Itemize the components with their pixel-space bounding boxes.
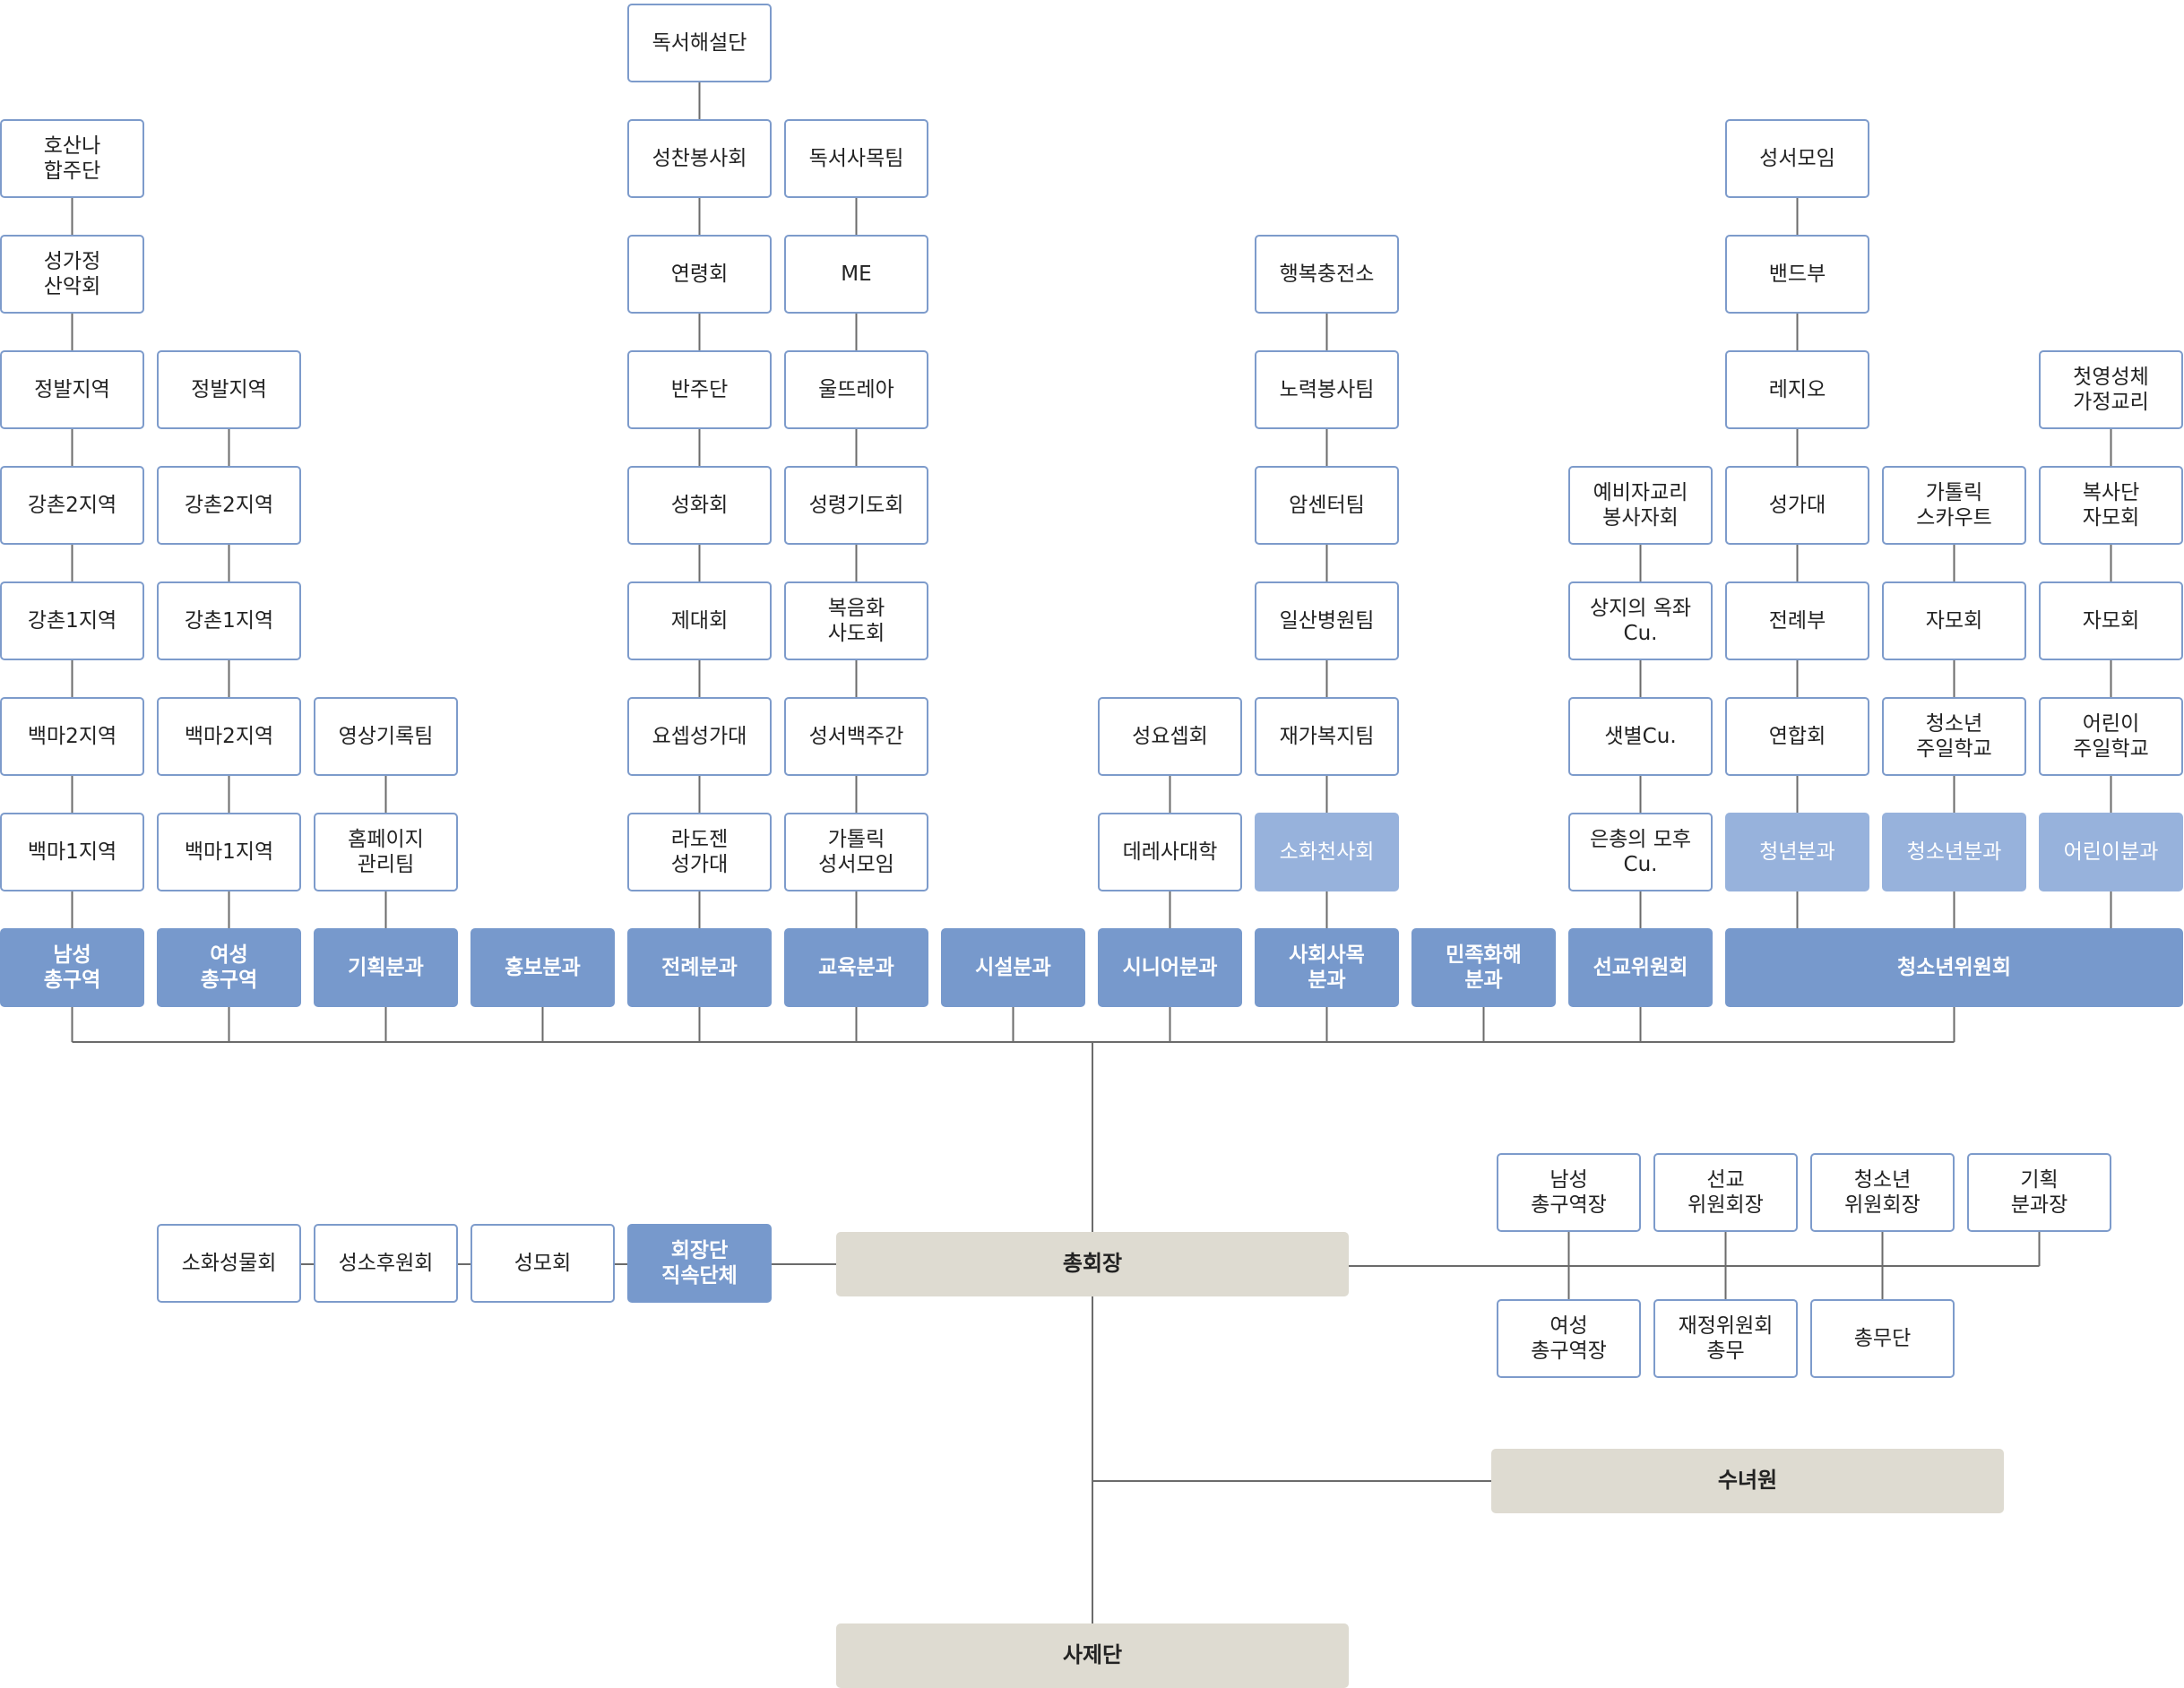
group-box[interactable]: 가톨릭 스카우트 [1882,466,2026,545]
group-box[interactable]: 가톨릭 성서모임 [784,813,928,891]
group-box[interactable]: 강촌2지역 [157,466,301,545]
group-box[interactable]: 자모회 [2039,581,2183,660]
group-box[interactable]: 자모회 [1882,581,2026,660]
group-box[interactable]: 어린이 주일학교 [2039,697,2183,776]
direct-group-item[interactable]: 성모회 [470,1224,615,1303]
group-box[interactable]: ME [784,235,928,314]
division-box[interactable]: 여성 총구역 [157,928,301,1007]
group-box[interactable]: 밴드부 [1725,235,1869,314]
group-box[interactable]: 성서모임 [1725,119,1869,198]
group-box[interactable]: 청소년 주일학교 [1882,697,2026,776]
group-box[interactable]: 성요셉회 [1098,697,1242,776]
group-box[interactable]: 요셉성가대 [627,697,772,776]
group-box[interactable]: 호산나 합주단 [0,119,144,198]
group-box[interactable]: 백마2지역 [0,697,144,776]
group-box[interactable]: 라도젠 성가대 [627,813,772,891]
group-box[interactable]: 암센터팀 [1255,466,1399,545]
group-box[interactable]: 성찬봉사회 [627,119,772,198]
direct-group-item[interactable]: 성소후원회 [314,1224,458,1303]
youth-subdivision-box[interactable]: 청소년분과 [1882,813,2026,891]
division-box[interactable]: 홍보분과 [470,928,615,1007]
group-box[interactable]: 전례부 [1725,581,1869,660]
group-box[interactable]: 예비자교리 봉사자회 [1568,466,1713,545]
group-box[interactable]: 강촌2지역 [0,466,144,545]
priests-box[interactable]: 사제단 [836,1623,1349,1688]
officer-box[interactable]: 선교 위원회장 [1653,1153,1798,1232]
group-box[interactable]: 울뜨레아 [784,350,928,429]
division-box[interactable]: 민족화해 분과 [1411,928,1556,1007]
officer-box[interactable]: 재정위원회 총무 [1653,1299,1798,1378]
president-box[interactable]: 총회장 [836,1232,1349,1296]
group-box[interactable]: 성가정 산악회 [0,235,144,314]
group-box[interactable]: 독서사목팀 [784,119,928,198]
group-box[interactable]: 홈페이지 관리팀 [314,813,458,891]
group-box[interactable]: 성가대 [1725,466,1869,545]
group-box[interactable]: 정발지역 [0,350,144,429]
group-box[interactable]: 반주단 [627,350,772,429]
group-box[interactable]: 소화천사회 [1255,813,1399,891]
youth-subdivision-box[interactable]: 어린이분과 [2039,813,2183,891]
group-box[interactable]: 일산병원팀 [1255,581,1399,660]
group-box[interactable]: 연합회 [1725,697,1869,776]
group-box[interactable]: 샛별Cu. [1568,697,1713,776]
group-box[interactable]: 정발지역 [157,350,301,429]
officer-box[interactable]: 청소년 위원회장 [1810,1153,1955,1232]
division-box[interactable]: 교육분과 [784,928,928,1007]
group-box[interactable]: 첫영성체 가정교리 [2039,350,2183,429]
group-box[interactable]: 재가복지팀 [1255,697,1399,776]
group-box[interactable]: 행복충전소 [1255,235,1399,314]
officer-box[interactable]: 기획 분과장 [1967,1153,2111,1232]
division-box[interactable]: 사회사목 분과 [1255,928,1399,1007]
group-box[interactable]: 데레사대학 [1098,813,1242,891]
division-box[interactable]: 시니어분과 [1098,928,1242,1007]
youth-subdivision-box[interactable]: 청년분과 [1725,813,1869,891]
division-box[interactable]: 기획분과 [314,928,458,1007]
group-box[interactable]: 강촌1지역 [0,581,144,660]
direct-group-item[interactable]: 소화성물회 [157,1224,301,1303]
group-box[interactable]: 상지의 옥좌 Cu. [1568,581,1713,660]
group-box[interactable]: 복사단 자모회 [2039,466,2183,545]
group-box[interactable]: 백마1지역 [157,813,301,891]
convent-box[interactable]: 수녀원 [1491,1449,2004,1513]
group-box[interactable]: 성령기도회 [784,466,928,545]
group-box[interactable]: 노력봉사팀 [1255,350,1399,429]
group-box[interactable]: 성화회 [627,466,772,545]
group-box[interactable]: 백마1지역 [0,813,144,891]
group-box[interactable]: 백마2지역 [157,697,301,776]
officer-box[interactable]: 총무단 [1810,1299,1955,1378]
group-box[interactable]: 복음화 사도회 [784,581,928,660]
group-box[interactable]: 연령회 [627,235,772,314]
group-box[interactable]: 독서해설단 [627,4,772,82]
officer-box[interactable]: 남성 총구역장 [1497,1153,1641,1232]
group-box[interactable]: 성서백주간 [784,697,928,776]
group-box[interactable]: 강촌1지역 [157,581,301,660]
group-box[interactable]: 레지오 [1725,350,1869,429]
group-box[interactable]: 은총의 모후 Cu. [1568,813,1713,891]
division-box[interactable]: 청소년위원회 [1725,928,2183,1007]
group-box[interactable]: 영상기록팀 [314,697,458,776]
division-box[interactable]: 선교위원회 [1568,928,1713,1007]
division-box[interactable]: 남성 총구역 [0,928,144,1007]
division-box[interactable]: 시설분과 [941,928,1085,1007]
group-box[interactable]: 제대회 [627,581,772,660]
officer-box[interactable]: 여성 총구역장 [1497,1299,1641,1378]
division-box[interactable]: 전례분과 [627,928,772,1007]
direct-groups-box[interactable]: 회장단 직속단체 [627,1224,772,1303]
